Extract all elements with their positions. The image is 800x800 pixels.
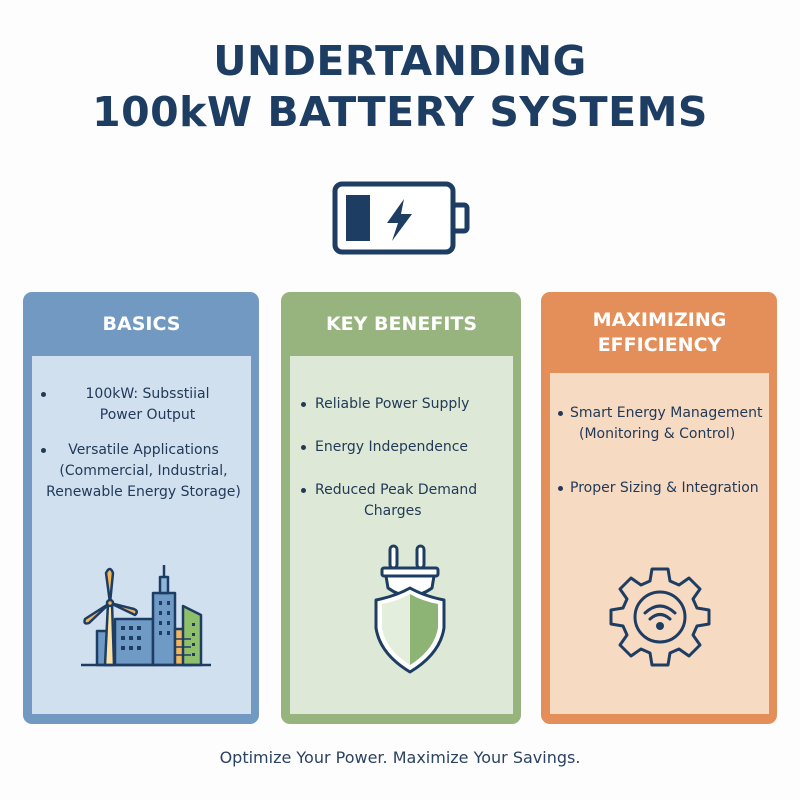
title-line-2: 100kW BATTERY SYSTEMS <box>92 88 708 136</box>
card-efficiency-body: Smart Energy Management (Monitoring & Co… <box>550 373 769 714</box>
card-key-benefits-body: Reliable Power Supply Energy Independenc… <box>290 356 513 714</box>
card-basics-heading: BASICS <box>102 312 181 335</box>
bullet-item: Reliable Power Supply <box>290 394 513 415</box>
battery-charging-icon <box>332 181 470 255</box>
bullet-item: Energy Independence <box>290 437 513 458</box>
bullet-dot <box>41 392 46 397</box>
basics-bullet-list: 100kW: Subsstiial Power Output Versatile… <box>32 356 251 503</box>
bullet-item: Versatile Applications (Commercial, Indu… <box>32 440 251 503</box>
bullet-dot <box>301 402 306 407</box>
bullet-dot <box>558 486 563 491</box>
card-key-benefits: KEY BENEFITS Reliable Power Supply Energ… <box>281 292 521 724</box>
plug-shield-icon <box>374 544 446 674</box>
bullet-dot <box>301 445 306 450</box>
city-wind-turbine-icon <box>81 565 211 667</box>
card-basics-body: 100kW: Subsstiial Power Output Versatile… <box>32 356 251 714</box>
card-basics: BASICS 100kW: Subsstiial Power Output Ve… <box>23 292 259 724</box>
bullet-dot <box>301 488 306 493</box>
card-maximizing-efficiency: MAXIMIZING EFFICIENCY Smart Energy Manag… <box>541 292 777 724</box>
bullet-item: Proper Sizing & Integration <box>550 478 769 499</box>
bullet-item: Smart Energy Management (Monitoring & Co… <box>550 403 769 445</box>
gear-wifi-icon <box>609 567 711 667</box>
card-key-benefits-heading: KEY BENEFITS <box>325 312 478 335</box>
bullet-item: 100kW: Subsstiial Power Output <box>32 384 251 426</box>
title-line-1: UNDERTANDING <box>213 37 587 85</box>
efficiency-bullet-list: Smart Energy Management (Monitoring & Co… <box>550 373 769 499</box>
tagline: Optimize Your Power. Maximize Your Savin… <box>219 748 581 767</box>
bullet-item: Reduced Peak Demand Charges <box>290 480 513 522</box>
card-efficiency-heading: MAXIMIZING EFFICIENCY <box>592 308 727 356</box>
bullet-dot <box>558 411 563 416</box>
page-title: UNDERTANDING 100kW BATTERY SYSTEMS <box>0 36 800 138</box>
bullet-dot <box>41 448 46 453</box>
benefits-bullet-list: Reliable Power Supply Energy Independenc… <box>290 356 513 522</box>
